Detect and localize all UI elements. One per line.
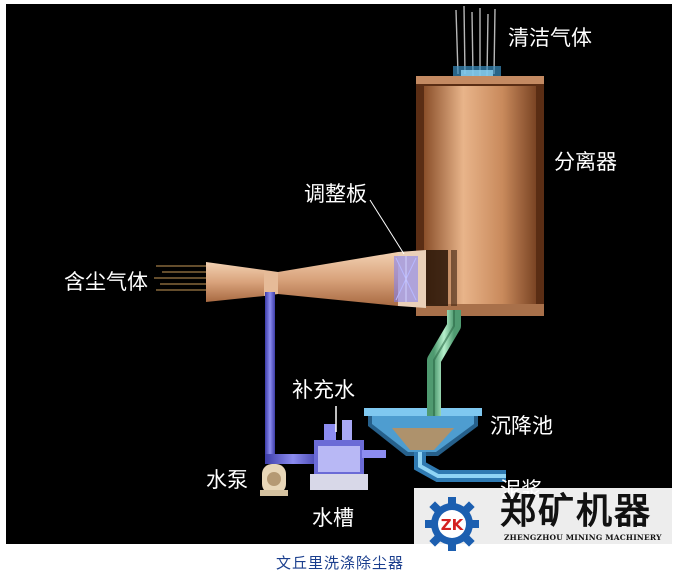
separator-drain-pipe — [427, 310, 461, 416]
water-pump — [260, 464, 288, 496]
label-water-tank: 水槽 — [312, 506, 354, 530]
label-makeup-water: 补充水 — [292, 378, 355, 402]
logo-badge-text: ZK — [441, 516, 465, 534]
figure-caption: 文丘里洗涤除尘器 — [275, 554, 404, 572]
logo-company-name-en: ZHENGZHOU MINING MACHINERY — [504, 533, 662, 542]
clean-gas-stream — [455, 5, 496, 77]
venturi-scrubber-diagram — [154, 5, 544, 496]
gear-logo-icon: ZK — [425, 497, 479, 551]
dusty-gas-stream — [154, 265, 206, 291]
label-water-pump: 水泵 — [206, 468, 248, 492]
label-adjust-plate: 调整板 — [304, 182, 367, 206]
adjust-plate-leader — [369, 199, 405, 255]
water-pipe — [265, 292, 321, 464]
tank-return-pipe — [362, 450, 386, 458]
label-dusty-gas: 含尘气体 — [64, 270, 148, 294]
label-settling-tank: 沉降池 — [490, 414, 553, 438]
separator — [416, 76, 544, 316]
watermark-logo: ZK 郑矿机器 ZHENGZHOU MINING MACHINERY — [414, 488, 672, 551]
label-clean-gas: 清洁气体 — [508, 26, 592, 50]
label-separator: 分离器 — [554, 150, 617, 174]
logo-company-name-cn: 郑矿机器 — [500, 491, 653, 532]
diagram-canvas: 清洁气体 分离器 调整板 含尘气体 补充水 沉降池 水泵 泥浆 水槽 — [6, 4, 672, 544]
settling-tank — [364, 408, 482, 456]
water-tank — [310, 420, 368, 490]
venturi-tube — [206, 250, 426, 308]
adjust-plate — [394, 256, 418, 302]
